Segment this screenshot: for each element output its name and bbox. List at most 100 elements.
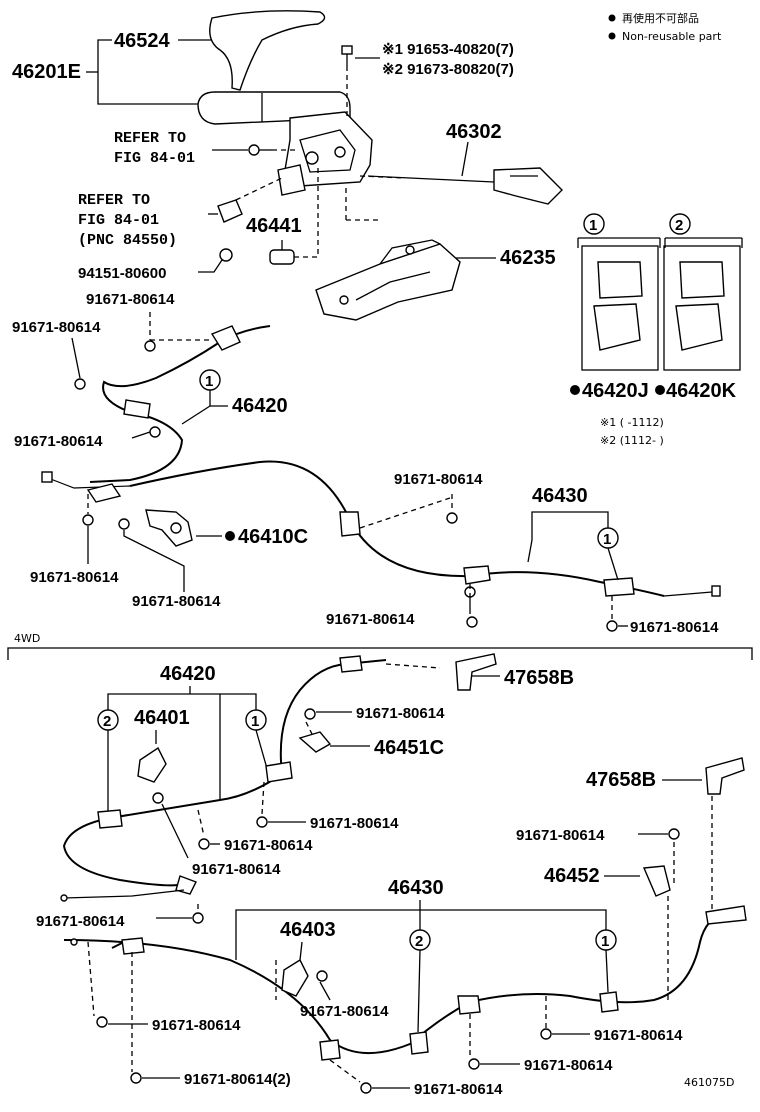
bracket-46410C-part: [145, 509, 193, 547]
cable-46430-end: [663, 591, 713, 597]
note-1: ※1 ( -1112): [600, 416, 664, 429]
lever-assembly: [197, 10, 373, 196]
pin-part: [269, 249, 295, 265]
bracket-46401-part: [137, 746, 167, 783]
bolt-icon: [540, 1028, 552, 1040]
bolt-label-11: 91671-80614(2): [184, 1071, 291, 1088]
bolt-icon: [74, 378, 86, 390]
bolt-icon: [316, 970, 328, 982]
bolt-icon: [466, 616, 478, 628]
bolt-label-a: 91671-80614: [86, 291, 175, 308]
bolt-label-c: 91671-80614: [14, 433, 103, 450]
inset-callout-2: 2: [675, 217, 683, 234]
legend-line-2: Non-reusable part: [622, 30, 722, 43]
part-number-46201E: 46201E: [12, 61, 81, 83]
refer-text-1a: REFER TO: [114, 130, 186, 147]
drawing-number: 461075D: [684, 1076, 734, 1089]
cable-4wd-46420: [62, 773, 283, 887]
part-number-46430: 46430: [532, 485, 588, 507]
legend-dot-icon: [608, 32, 616, 40]
callout-number: 2: [415, 933, 423, 950]
bolt-label-b: 91671-80614: [12, 319, 101, 336]
lever-cover-part: [209, 10, 326, 91]
bracket-46451C-part: [298, 731, 332, 753]
bolt-icon: [149, 426, 161, 438]
bolt-label-9: 91671-80614: [594, 1027, 683, 1044]
part-number-46452: 46452: [544, 865, 600, 887]
bolt-label-6: 91671-80614: [36, 913, 125, 930]
washer-part: [219, 248, 233, 262]
bolt-icon: [668, 828, 680, 840]
part-number-94151: 94151-80600: [78, 265, 166, 282]
bracket-46452-part: [642, 865, 671, 897]
bolt-label-2: 91671-80614: [310, 815, 399, 832]
callout-number: 1: [601, 933, 609, 950]
part-number-46235: 46235: [500, 247, 556, 269]
part-number-46524: 46524: [114, 30, 170, 52]
legend-line-1: 再使用不可部品: [622, 11, 699, 25]
bolt-label-1: ※1 91653-40820(7): [382, 41, 514, 58]
bolt-icon: [96, 1016, 108, 1028]
bolt-label-g: 91671-80614: [326, 611, 415, 628]
bolt-label-8: 91671-80614: [152, 1017, 241, 1034]
bracket-clip-part: [217, 199, 243, 223]
section-label-4wd: 4WD: [14, 632, 40, 645]
bolt-icon: [144, 340, 156, 352]
part-number-46420K: 46420K: [666, 380, 737, 402]
bolt-icon: [446, 512, 458, 524]
bracket-47658B-part: [455, 653, 497, 691]
bolt-label-5: 91671-80614: [516, 827, 605, 844]
part-number-46441: 46441: [246, 215, 302, 237]
legend-dot-icon: [608, 14, 616, 22]
note-2: ※2 (1112- ): [600, 434, 664, 447]
callout-number: 2: [103, 713, 111, 730]
bolt-label-e: 91671-80614: [30, 569, 119, 586]
part-number-46420: 46420: [232, 395, 288, 417]
callout-number: 1: [205, 373, 213, 390]
bolt-icon: [248, 144, 272, 156]
bolt-label-1: 91671-80614: [356, 705, 445, 722]
part-number-46401: 46401: [134, 707, 190, 729]
cable-46430: [129, 460, 665, 597]
callout-number: 1: [251, 713, 259, 730]
part-number-47658B-a: 47658B: [504, 667, 574, 689]
part-number-46420J: 46420J: [582, 380, 649, 402]
bolt-icon: [468, 1058, 480, 1070]
bolt-icon: [198, 838, 210, 850]
part-number-46410C: 46410C: [238, 526, 308, 548]
callout-number: 1: [603, 531, 611, 548]
clip-variant-2-top: [679, 261, 725, 299]
cable-4wd-46420-upper: [279, 659, 387, 775]
refer-text-2a: REFER TO: [78, 192, 150, 209]
bolt-label-12: 91671-80614: [414, 1081, 503, 1098]
clip-variant-1-top: [597, 261, 643, 299]
bolt-icon: [118, 518, 130, 530]
part-number-46451C: 46451C: [374, 737, 444, 759]
part-number-46403: 46403: [280, 919, 336, 941]
cable-46420-end: [47, 477, 131, 489]
bolt-icon: [606, 620, 618, 632]
bolt-icon: [130, 1072, 142, 1084]
bracket-47658B-part: [705, 757, 745, 795]
refer-text-1b: FIG 84-01: [114, 150, 195, 167]
bolt-label-d: 91671-80614: [394, 471, 483, 488]
bolt-icon: [360, 1082, 372, 1094]
cable-end-part: [41, 471, 53, 483]
bolt-label-h: 91671-80614: [630, 619, 719, 636]
bolt-label-7: 91671-80614: [300, 1003, 389, 1020]
cable-variants-inset: 1 2 46420J 46420K ※1 ( -1112) ※2 (1112- …: [570, 213, 743, 447]
bolt-icon: [304, 708, 316, 720]
bolt-icon: [82, 514, 94, 526]
equalizer-part: [493, 167, 563, 205]
bolt-icon: [192, 912, 204, 924]
refer-text-2b: FIG 84-01: [78, 212, 159, 229]
bracket-46403-part: [281, 958, 309, 997]
clip-variant-1-bottom: [593, 303, 641, 351]
bolt-icon: [256, 816, 268, 828]
part-number-47658B-b: 47658B: [586, 769, 656, 791]
inset-callout-1: 1: [589, 217, 597, 234]
part-number-46420-4wd: 46420: [160, 663, 216, 685]
bolt-label-4: 91671-80614: [192, 861, 281, 878]
part-number-46430-4wd: 46430: [388, 877, 444, 899]
